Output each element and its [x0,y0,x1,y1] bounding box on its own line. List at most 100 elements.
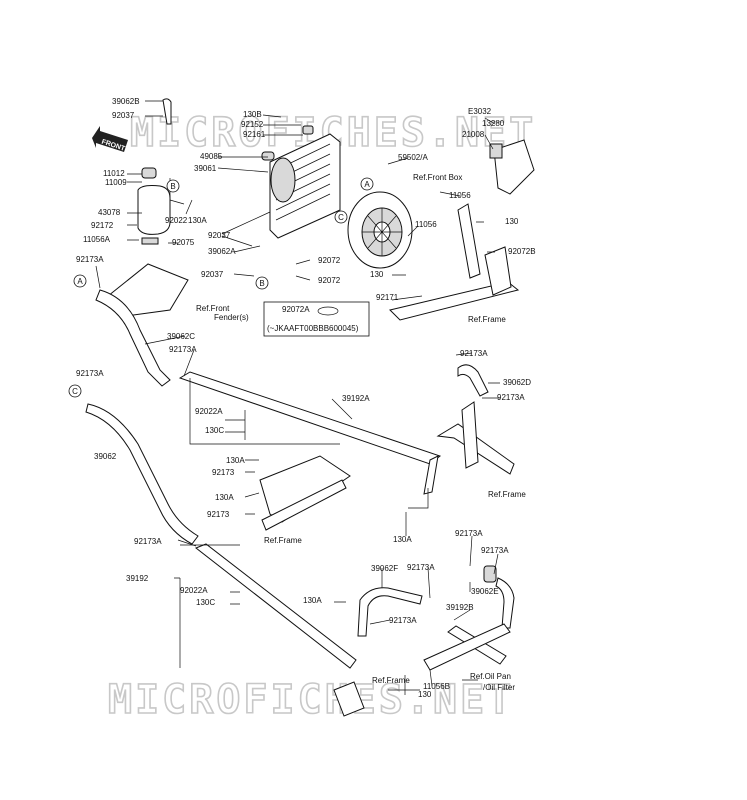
part-label: 39192B [446,603,474,612]
watermark-bottom: MICROFICHES.NET [108,677,514,723]
part-label: 92173A [407,563,435,572]
part-label: 92173A [497,393,525,402]
part-label: 92173A [455,529,483,538]
front-arrow-icon: FRONT [92,126,128,153]
front-box-bracket [489,139,535,195]
part-label: 39062B [112,97,140,106]
part-label: 39062 [94,452,117,461]
part-label: 39192A [342,394,370,403]
callout-letter: C [338,213,344,222]
frame-upper-right [389,203,520,321]
ref-note-box [263,301,370,337]
cooling-fan [347,191,413,269]
part-label: 92173A [134,537,162,546]
part-label: 39062A [208,247,236,256]
part-label: 130A [188,216,207,225]
part-label: 130C [205,426,224,435]
part-label: 92173 [207,510,230,519]
part-label: 130 [370,270,384,279]
callout-letter: A [364,180,370,189]
part-label: 11056A [83,235,111,244]
part-label: 39062F [371,564,398,573]
part-label: 130 [505,217,519,226]
part-label: 92022 [165,216,188,225]
part-label: 11009 [105,178,127,187]
part-label: 39062E [471,587,499,596]
callout-marker: C [68,384,82,398]
callout-letter: C [72,387,78,396]
part-label: Fender(s) [214,313,249,322]
part-label: 130B [243,110,262,119]
part-label: 92173A [389,616,417,625]
frame-bottom [333,623,511,717]
part-label: Ref.Frame [372,676,410,685]
part-label: E3032 [468,107,492,116]
hose-39062d [457,364,489,397]
pipe-39192 [195,543,357,669]
callout-letter: B [170,182,175,191]
part-label: 130A [226,456,245,465]
part-label: 92173A [481,546,509,555]
part-label: 39192 [126,574,149,583]
part-label: Ref.Frame [468,315,506,324]
part-label: 92171 [376,293,399,302]
part-label: 39062D [503,378,531,387]
part-label: 49085 [200,152,223,161]
part-label: 59502/A [398,153,428,162]
leader-lines [95,100,500,695]
hose-39062c [95,289,171,387]
part-label: 92152 [241,120,264,129]
part-label: 39061 [194,164,217,173]
part-label: Ref.Front [196,304,230,313]
callout-marker: A [73,274,87,288]
frame-center [259,455,351,531]
pipe-39192a [178,371,442,465]
part-label: 11012 [103,169,125,178]
part-label: Ref.Frame [488,490,526,499]
callout-letter: A [77,277,83,286]
part-label: 92075 [172,238,195,247]
part-label: 43078 [98,208,121,217]
hose-39062f [357,587,423,637]
part-label: 92072 [318,256,341,265]
part-label: 130A [393,535,412,544]
frame-mid-right [436,401,515,475]
part-label: 92172 [91,221,114,230]
part-label: 92173A [76,369,104,378]
part-label: 92173A [169,345,197,354]
part-label: 92173 [212,468,235,477]
callout-marker: A [360,177,374,191]
part-label: 92022A [195,407,223,416]
part-label: 39062C [167,332,195,341]
part-label: /Oil Filter [483,683,515,692]
part-label: 21008 [462,130,485,139]
part-label: 92037 [201,270,224,279]
part-label: 11056 [415,220,437,229]
part-label: 92173A [76,255,104,264]
part-label: 130C [196,598,215,607]
part-label: Ref.Frame [264,536,302,545]
part-label: 92072B [508,247,536,256]
part-label: Ref.Oil Pan [470,672,511,681]
hose-39062 [85,403,199,545]
part-label: 130A [303,596,322,605]
callout-marker: B [255,276,269,290]
callout-markers: B A C B A C [68,177,374,398]
part-label: 92161 [243,130,266,139]
reservoir-tank [137,98,185,245]
part-label: Ref.Front Box [413,173,462,182]
part-label: 92072 [318,276,341,285]
part-label: 11056 [449,191,471,200]
part-label: 92037 [208,231,231,240]
part-label: 13280 [482,119,505,128]
part-label: 92173A [460,349,488,358]
part-label: 92022A [180,586,208,595]
part-label: 130A [215,493,234,502]
part-label: 92037 [112,111,135,120]
callout-marker: B [166,179,180,193]
part-label: 130 [418,690,432,699]
radiator [261,125,341,239]
